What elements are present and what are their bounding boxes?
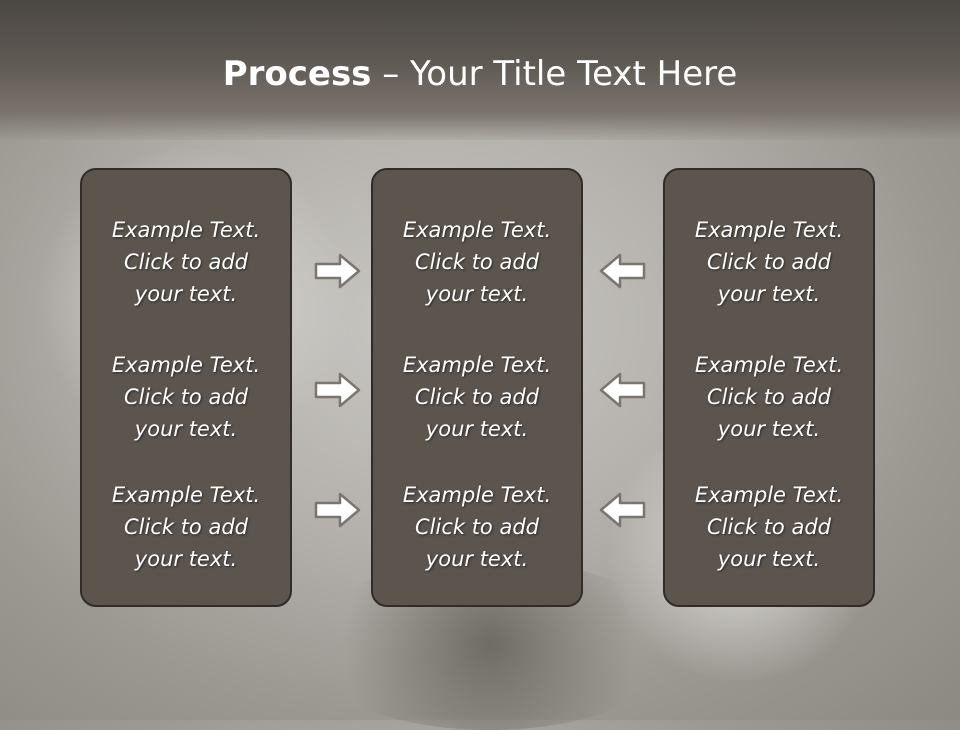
arrow-right-icon: [314, 492, 361, 528]
text-line: Click to add: [706, 250, 831, 274]
text-block[interactable]: Example Text. Click to add your text.: [82, 479, 290, 575]
text-block[interactable]: Example Text. Click to add your text.: [665, 349, 873, 445]
text-line: your text.: [134, 282, 238, 306]
text-line: Example Text.: [402, 218, 552, 242]
title-bar: [0, 0, 960, 140]
text-line: your text.: [717, 282, 821, 306]
text-line: Example Text.: [111, 218, 261, 242]
text-line: Click to add: [414, 250, 539, 274]
arrow-right-icon: [314, 372, 361, 408]
text-line: Click to add: [706, 515, 831, 539]
text-line: your text.: [425, 547, 529, 571]
text-line: Example Text.: [111, 483, 261, 507]
panel-right[interactable]: Example Text. Click to add your text. Ex…: [663, 168, 875, 607]
text-line: your text.: [717, 547, 821, 571]
text-line: your text.: [717, 417, 821, 441]
text-block[interactable]: Example Text. Click to add your text.: [373, 214, 581, 310]
panel-middle[interactable]: Example Text. Click to add your text. Ex…: [371, 168, 583, 607]
text-line: Example Text.: [402, 483, 552, 507]
text-block[interactable]: Example Text. Click to add your text.: [665, 479, 873, 575]
text-block[interactable]: Example Text. Click to add your text.: [82, 349, 290, 445]
slide-title[interactable]: Process – Your Title Text Here: [0, 52, 960, 96]
text-line: Click to add: [414, 385, 539, 409]
panel-left[interactable]: Example Text. Click to add your text. Ex…: [80, 168, 292, 607]
text-line: your text.: [134, 547, 238, 571]
text-block[interactable]: Example Text. Click to add your text.: [373, 479, 581, 575]
text-line: Click to add: [123, 385, 248, 409]
text-line: Click to add: [123, 515, 248, 539]
text-block[interactable]: Example Text. Click to add your text.: [82, 214, 290, 310]
text-line: Example Text.: [402, 353, 552, 377]
title-bold: Process: [222, 54, 372, 94]
text-block[interactable]: Example Text. Click to add your text.: [373, 349, 581, 445]
text-line: Click to add: [123, 250, 248, 274]
text-line: Example Text.: [111, 353, 261, 377]
arrow-left-icon: [599, 492, 646, 528]
text-line: your text.: [425, 282, 529, 306]
text-line: Example Text.: [694, 353, 844, 377]
title-rest: – Your Title Text Here: [371, 54, 738, 94]
text-line: your text.: [425, 417, 529, 441]
arrow-left-icon: [599, 253, 646, 289]
arrow-right-icon: [314, 253, 361, 289]
arrow-left-icon: [599, 372, 646, 408]
text-line: Example Text.: [694, 218, 844, 242]
text-line: your text.: [134, 417, 238, 441]
text-line: Click to add: [706, 385, 831, 409]
text-line: Click to add: [414, 515, 539, 539]
text-block[interactable]: Example Text. Click to add your text.: [665, 214, 873, 310]
text-line: Example Text.: [694, 483, 844, 507]
